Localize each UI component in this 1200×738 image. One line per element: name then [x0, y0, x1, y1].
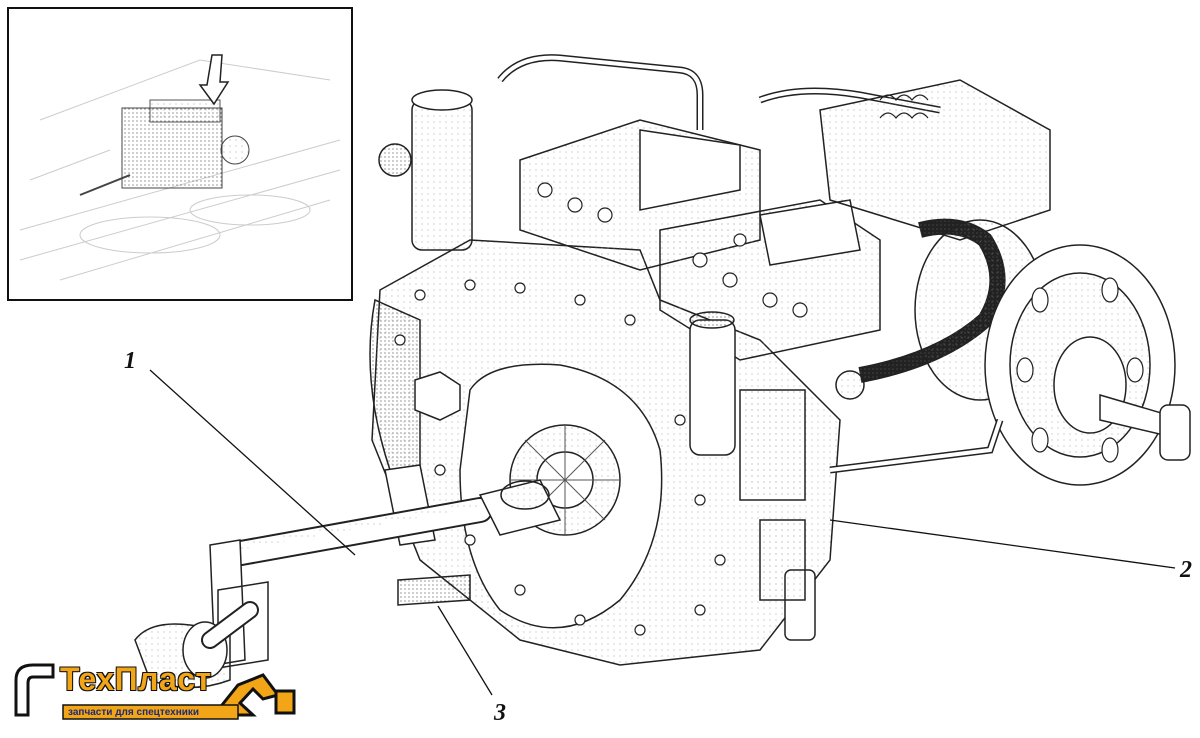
leader-lines: [149, 369, 1176, 696]
main-transmission: [134, 54, 1191, 689]
logo-brand-text: ТехПласт: [60, 661, 212, 697]
callout-number-1: 1: [124, 348, 136, 374]
callout-number-3: 3: [494, 700, 506, 726]
inset-arrow-icon: [198, 54, 230, 106]
leader-line-2: [829, 519, 1176, 569]
leader-line-1: [149, 369, 356, 556]
leader-line-3: [437, 605, 493, 696]
logo-tagline-text: запчасти для спецтехники: [68, 707, 200, 718]
inset-locator: [7, 7, 353, 301]
inset-transmission: [79, 99, 250, 196]
excavator-logo-icon: [14, 663, 296, 720]
brand-logo: ТехПласт запчасти для спецтехники: [8, 655, 308, 730]
callout-number-2: 2: [1180, 557, 1192, 583]
